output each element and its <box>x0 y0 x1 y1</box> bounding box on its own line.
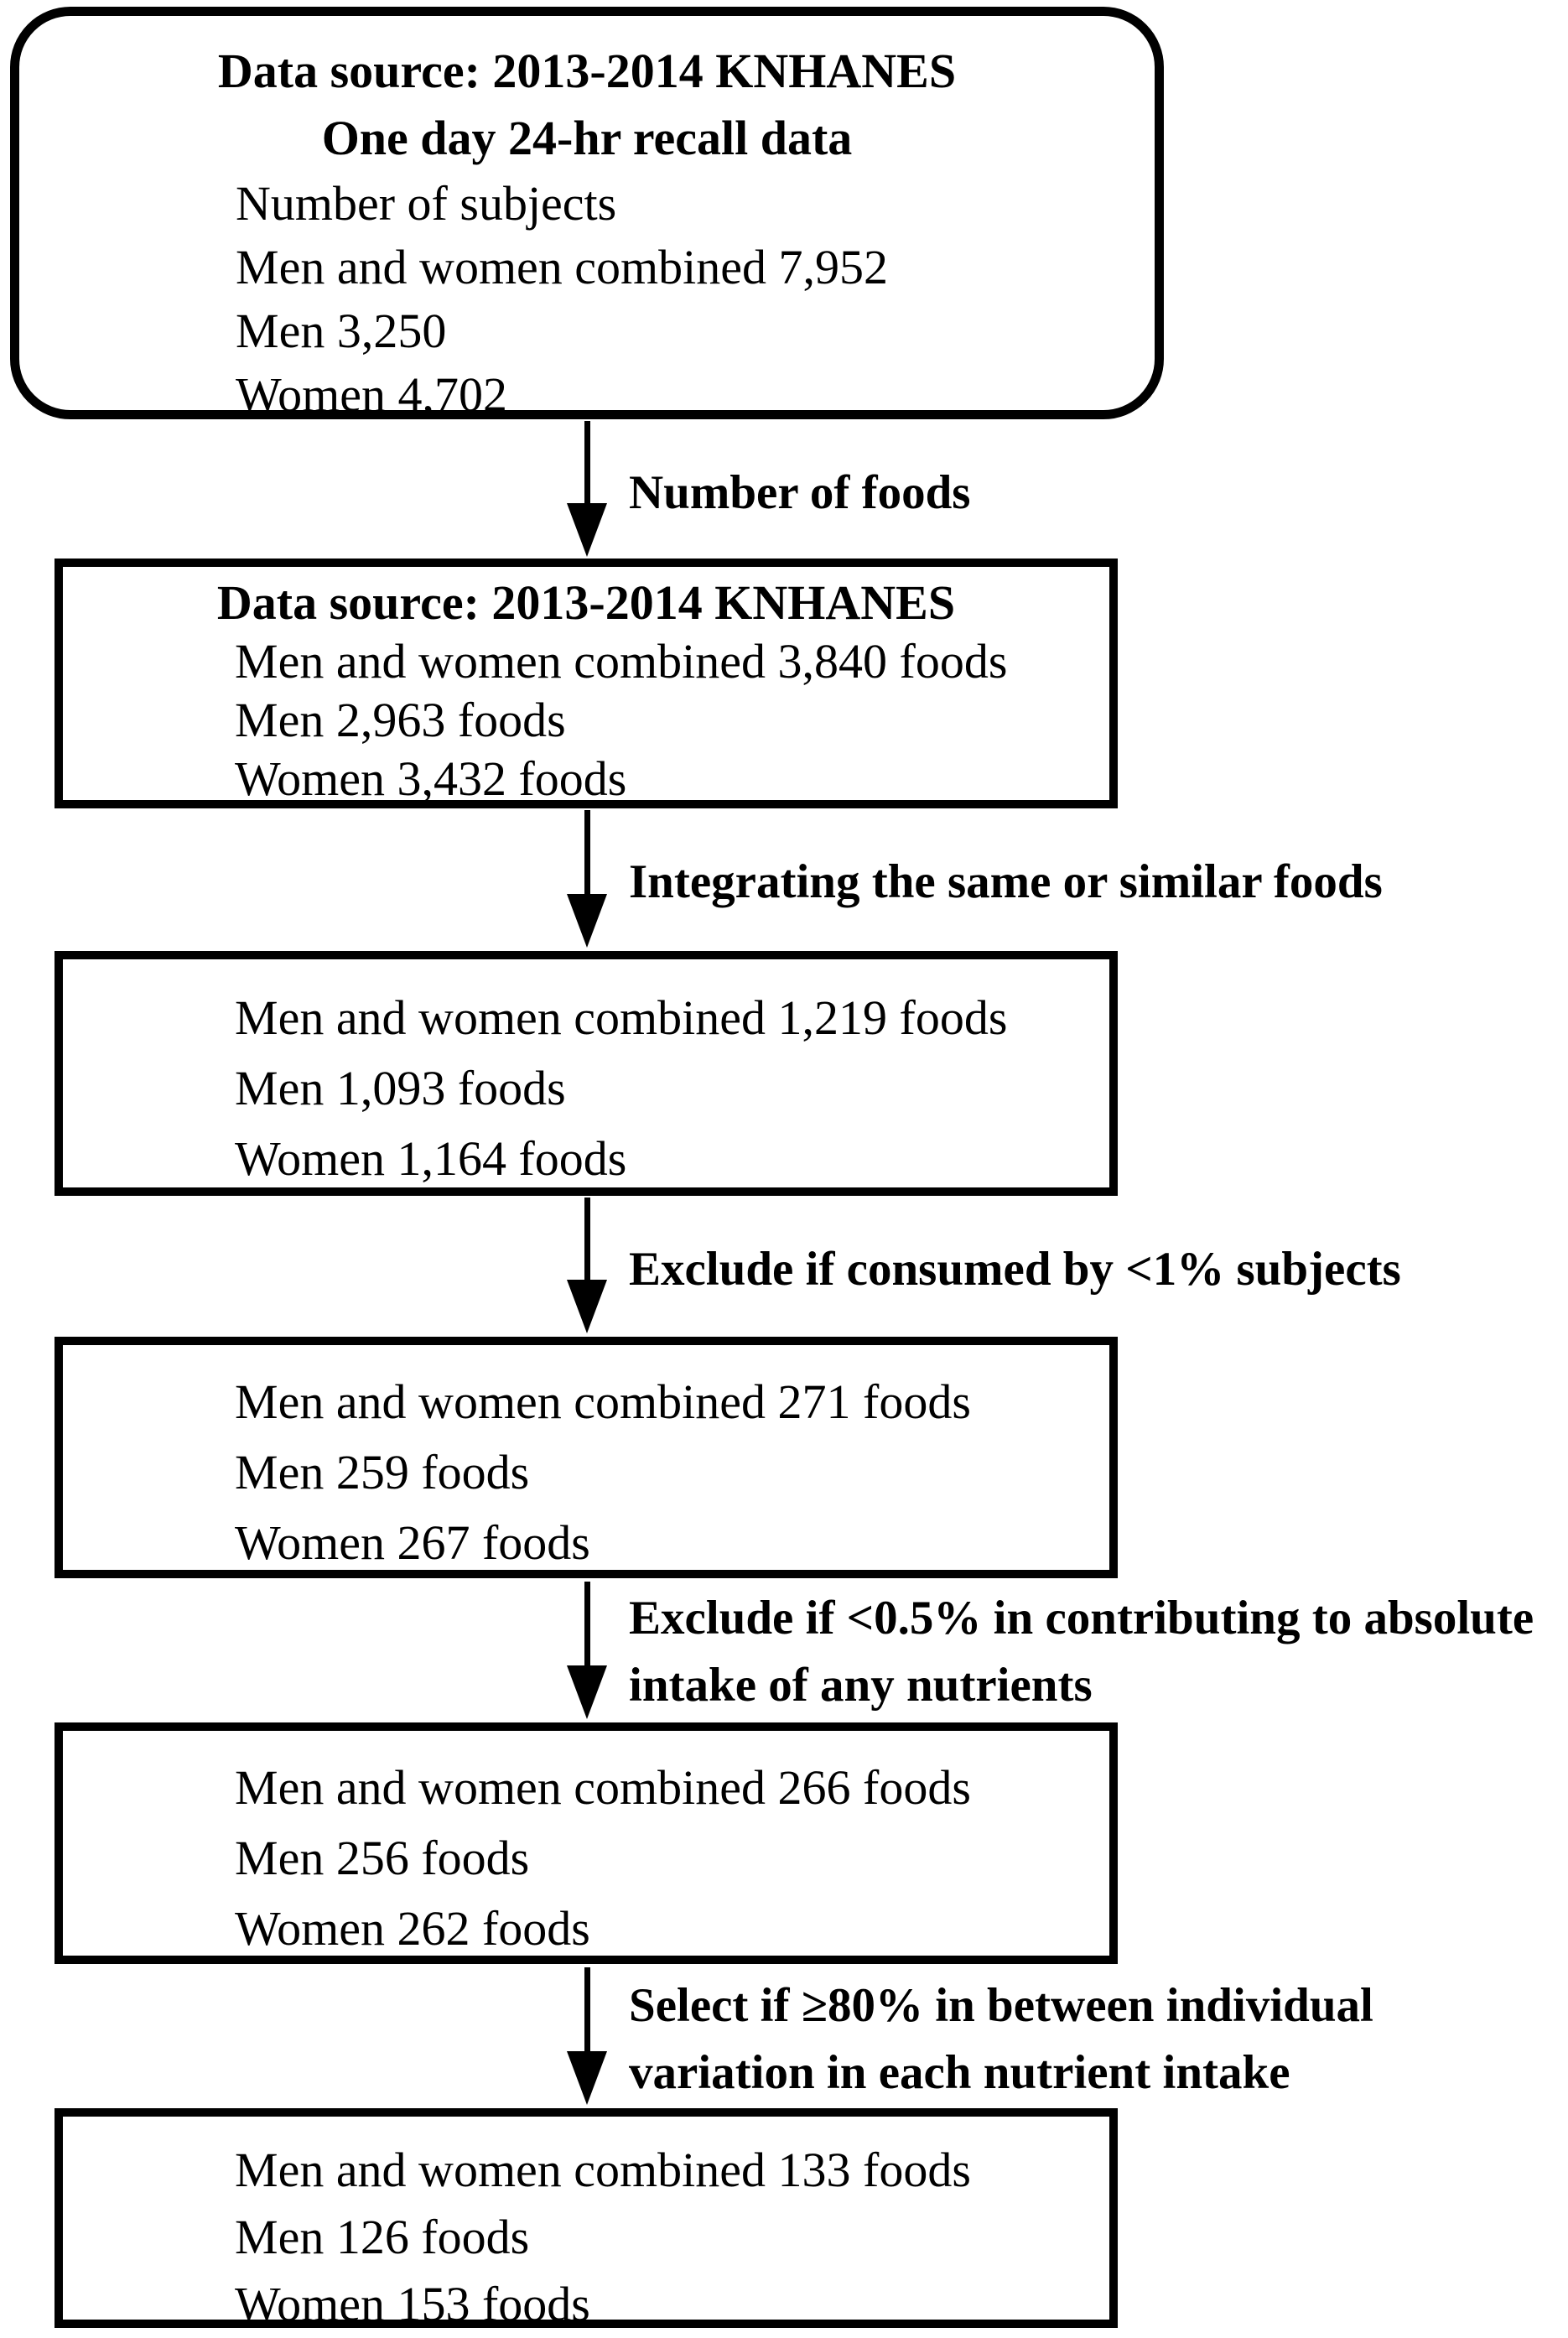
arrow-label-exclude-consumption: Exclude if consumed by <1% subjects <box>629 1243 1401 1296</box>
down-arrow-icon <box>566 1967 608 2105</box>
arrow-label-number-of-foods: Number of foods <box>629 466 971 519</box>
flow-box-foods-integrated: Men and women combined 1,219 foods Men 1… <box>55 951 1118 1196</box>
down-arrow-icon <box>566 1582 608 1719</box>
box-item: Men 2,963 foods <box>235 693 566 747</box>
down-arrow-icon <box>566 1198 608 1333</box>
box-item: Men and women combined 7,952 <box>236 240 889 294</box>
box-title: Data source: 2013-2014 KNHANES <box>217 44 957 98</box>
box-item: Men 259 foods <box>235 1445 530 1499</box>
flow-box-subjects: Data source: 2013-2014 KNHANES One day 2… <box>10 7 1164 422</box>
box-item: Men and women combined 266 foods <box>235 1760 971 1815</box>
box-item: Men and women combined 1,219 foods <box>235 990 1008 1045</box>
flow-box-foods-total: Data source: 2013-2014 KNHANES Men and w… <box>55 559 1118 808</box>
box-item: Men 256 foods <box>235 1831 530 1885</box>
arrow-label-exclude-nutrient-contribution: Exclude if <0.5% in contributing to abso… <box>629 1592 1534 1712</box>
box-item: Men 1,093 foods <box>235 1061 566 1115</box>
arrow-label-integrating-foods: Integrating the same or similar foods <box>629 855 1383 908</box>
flow-box-foods-final: Men and women combined 133 foods Men 126… <box>55 2108 1118 2331</box>
box-title: One day 24-hr recall data <box>321 111 853 165</box>
flow-box-foods-consumption-filter: Men and women combined 271 foods Men 259… <box>55 1337 1118 1578</box>
box-item: Women 3,432 foods <box>235 751 627 806</box>
box-item: Number of subjects <box>236 176 617 231</box>
down-arrow-icon <box>566 810 608 948</box>
box-item: Women 4,702 <box>236 367 507 422</box>
box-item: Men 126 foods <box>235 2210 530 2264</box>
arrow-label-select-variation: Select if ≥80% in between individual var… <box>629 1979 1373 2099</box>
box-item: Women 267 foods <box>235 1515 590 1570</box>
box-item: Men and women combined 133 foods <box>235 2143 971 2197</box>
box-item: Women 153 foods <box>235 2277 590 2331</box>
box-title: Data source: 2013-2014 KNHANES <box>216 575 956 630</box>
box-item: Women 1,164 foods <box>235 1131 627 1186</box>
down-arrow-icon <box>566 421 608 557</box>
box-item: Men and women combined 3,840 foods <box>235 634 1008 688</box>
flow-box-foods-nutrient-filter: Men and women combined 266 foods Men 256… <box>55 1722 1118 1964</box>
box-item: Men 3,250 <box>236 304 447 358</box>
box-item: Men and women combined 271 foods <box>235 1374 971 1429</box>
box-item: Women 262 foods <box>235 1901 590 1956</box>
